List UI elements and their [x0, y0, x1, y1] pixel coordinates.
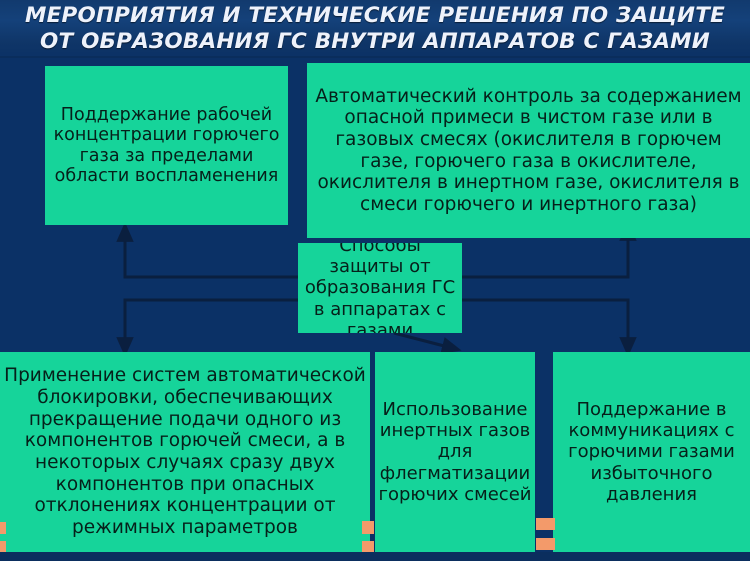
node-bottom-right-label: Поддержание в коммуникациях с горючими г…	[568, 399, 735, 505]
node-top-right: Автоматический контроль за содержанием о…	[307, 63, 750, 238]
gutter-middle-right	[535, 352, 553, 552]
slide-title-line-2: ОТ ОБРАЗОВАНИЯ ГС ВНУТРИ АППАРАТОВ С ГАЗ…	[40, 29, 710, 54]
accent-mark-b	[362, 541, 374, 553]
accent-mark-f	[0, 541, 6, 552]
accent-mark-e	[0, 522, 6, 534]
slide-title-line-1: МЕРОПРИЯТИЯ И ТЕХНИЧЕСКИЕ РЕШЕНИЯ ПО ЗАЩ…	[25, 3, 725, 28]
node-top-right-label: Автоматический контроль за содержанием о…	[315, 85, 742, 215]
accent-mark-d	[536, 538, 555, 550]
node-bottom-right: Поддержание в коммуникациях с горючими г…	[553, 352, 750, 552]
node-bottom-middle-label: Использование инертных газов для флегмат…	[378, 399, 532, 505]
node-bottom-middle: Использование инертных газов для флегмат…	[375, 352, 535, 552]
node-bottom-left-label: Применение систем автоматической блокиро…	[4, 365, 366, 538]
connector-to-bottom-left	[116, 298, 298, 357]
slide-title-banner: МЕРОПРИЯТИЯ И ТЕХНИЧЕСКИЕ РЕШЕНИЯ ПО ЗАЩ…	[0, 0, 750, 58]
node-center-label: Способы защиты от образования ГС в аппар…	[304, 243, 456, 333]
connector-to-bottom-middle	[393, 331, 462, 354]
node-top-left: Поддержание рабочей концентрации горючег…	[45, 66, 288, 225]
connector-to-bottom-right	[462, 298, 637, 357]
bottom-strip	[0, 552, 750, 561]
node-bottom-left: Применение систем автоматической блокиро…	[0, 352, 370, 552]
accent-mark-a	[362, 521, 374, 534]
gutter-left-middle	[370, 352, 375, 552]
node-top-left-label: Поддержание рабочей концентрации горючег…	[53, 104, 280, 186]
connector-to-top-left	[116, 222, 298, 279]
node-center: Способы защиты от образования ГС в аппар…	[298, 243, 462, 333]
accent-mark-c	[536, 518, 555, 530]
